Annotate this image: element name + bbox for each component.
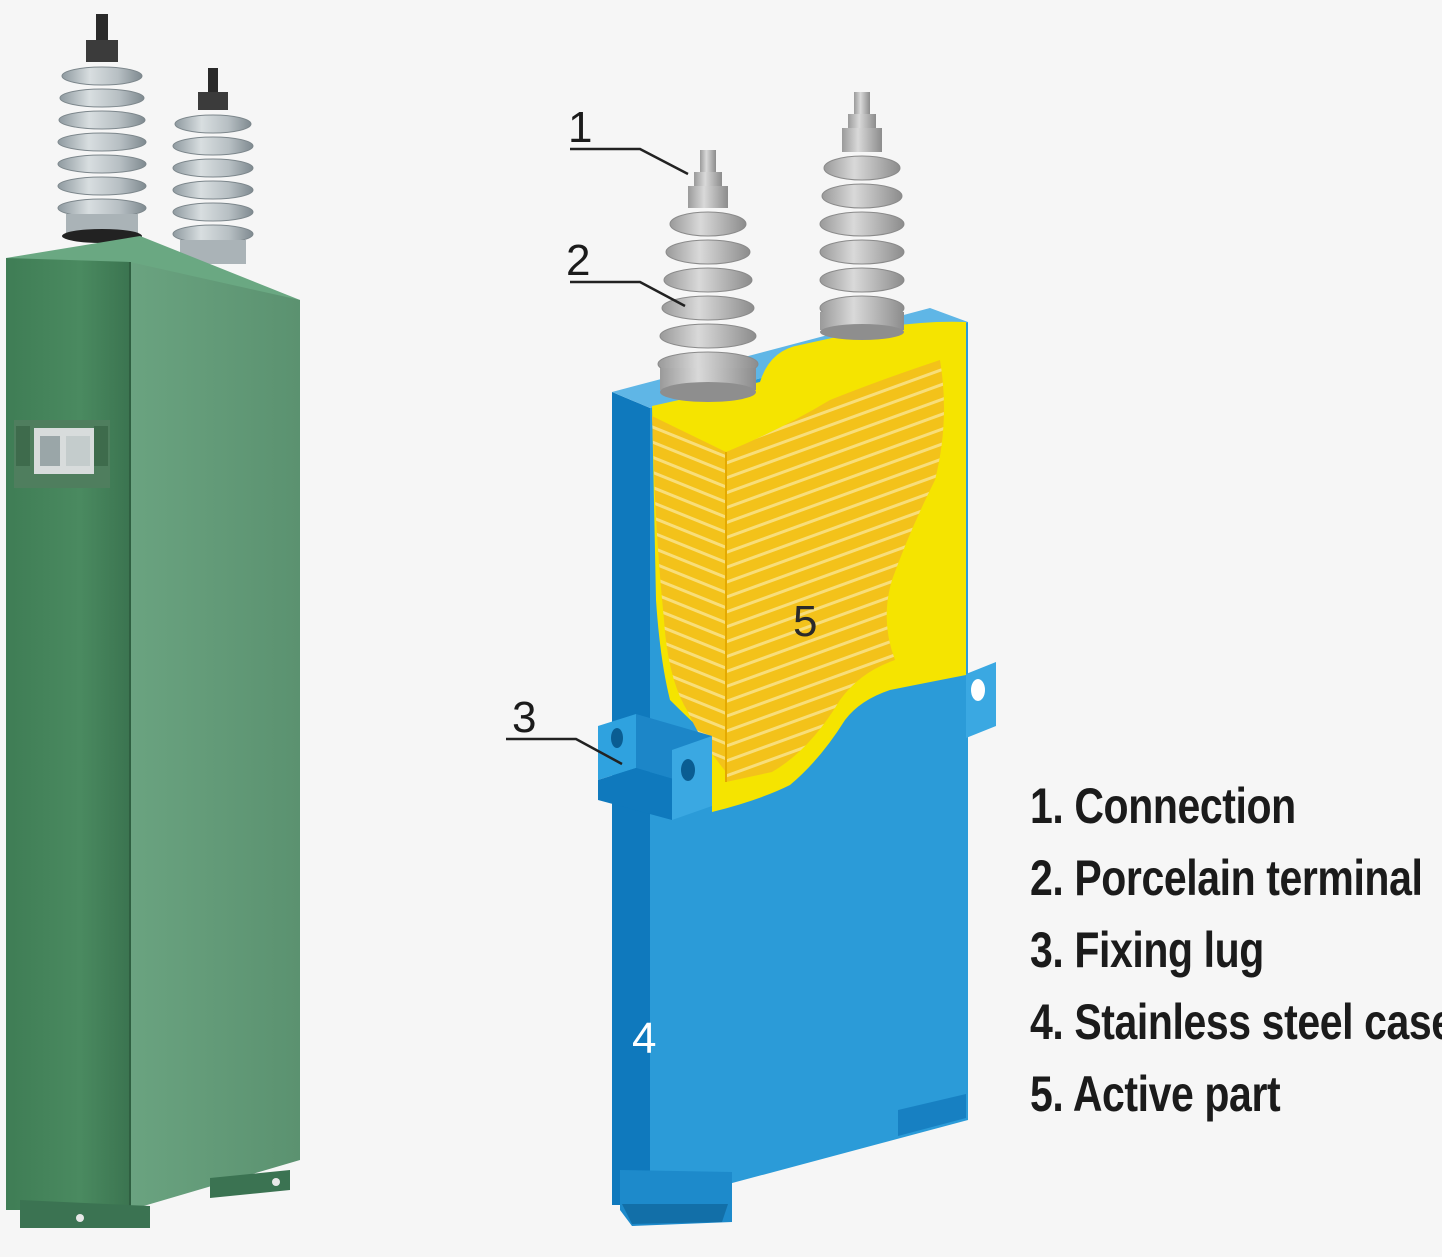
callout-3-group: 3 — [506, 693, 623, 766]
callout-3-leader — [506, 737, 623, 766]
green-capacitor-bracket — [14, 420, 110, 488]
parts-legend: 1. Connection 2. Porcelain terminal 3. F… — [1030, 770, 1442, 1130]
legend-item-active-part: 5. Active part — [1030, 1066, 1281, 1122]
green-capacitor-bushing-left — [57, 14, 147, 243]
active-part — [652, 321, 966, 812]
legend-item-porcelain-terminal: 2. Porcelain terminal — [1030, 850, 1423, 906]
porcelain-terminal-left — [657, 150, 759, 402]
porcelain-terminal-right — [819, 92, 905, 340]
callout-2-leader — [570, 280, 686, 308]
callout-1: 1 — [568, 103, 592, 152]
green-capacitor — [6, 14, 300, 1228]
fixing-lug-right — [966, 662, 996, 738]
callout-3: 3 — [512, 693, 536, 742]
legend-item-fixing-lug: 3. Fixing lug — [1030, 922, 1264, 978]
callout-5: 5 — [793, 597, 817, 646]
green-capacitor-bushing-right — [172, 68, 254, 264]
callout-2: 2 — [566, 236, 590, 285]
green-capacitor-side — [130, 262, 300, 1210]
fixing-lug-left — [598, 714, 712, 820]
legend-item-stainless-steel-case: 4. Stainless steel case — [1030, 994, 1442, 1050]
callout-1-group: 1 — [568, 103, 689, 176]
green-capacitor-front — [6, 258, 130, 1210]
legend-item-connection: 1. Connection — [1030, 778, 1296, 834]
callout-4: 4 — [632, 1014, 656, 1063]
callout-1-leader — [570, 147, 689, 176]
cutaway-capacitor: 5 4 — [598, 92, 996, 1226]
callout-2-group: 2 — [566, 236, 686, 308]
